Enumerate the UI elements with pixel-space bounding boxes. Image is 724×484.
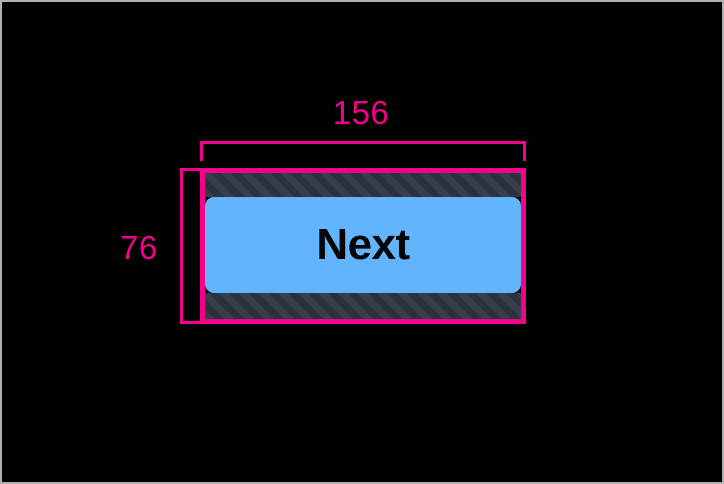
width-dimension-value: 156 (332, 94, 390, 131)
next-button[interactable]: Next (205, 197, 521, 293)
height-dimension-label: 76 (120, 231, 158, 264)
width-dimension-label: 156 (2, 96, 722, 129)
height-measurement-bracket (180, 168, 200, 324)
padding-hatch-bottom (205, 293, 521, 319)
width-measurement-bracket (200, 141, 526, 161)
height-dimension-value: 76 (120, 229, 158, 266)
next-button-label: Next (316, 220, 410, 269)
padding-hatch-top (205, 173, 521, 197)
element-bounding-box: Next (200, 168, 526, 324)
